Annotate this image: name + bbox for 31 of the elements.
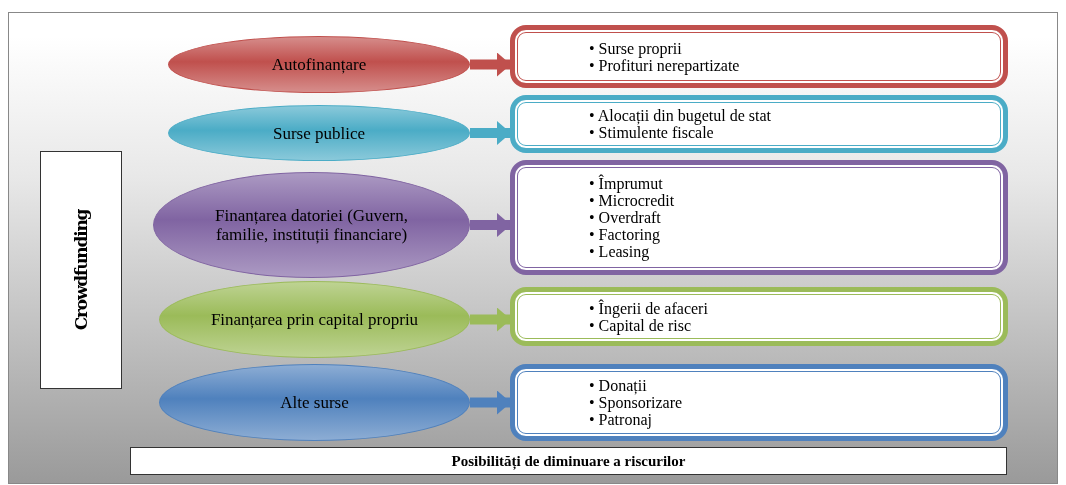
node-label: Surse publice [272, 123, 366, 143]
list-item: • Overdraft [589, 209, 662, 226]
bullet-list-box [510, 95, 1008, 153]
list-item: • Surse proprii [589, 39, 683, 57]
list-item: • Donații [589, 377, 648, 394]
block-arrow [470, 52, 511, 77]
bullet-list-box [510, 25, 1008, 88]
list-item: • Îngerii de afaceri [589, 299, 708, 317]
list-item: • Microcredit [589, 192, 675, 209]
bullet-list-box [510, 160, 1008, 275]
node-label: Alte surse [280, 393, 349, 412]
caption-text: Posibilități de diminuare a riscurilor [451, 452, 686, 470]
node-label: Finanțarea prin capital propriu [210, 310, 419, 329]
list-item: • Leasing [589, 243, 650, 260]
list-item: • Patronaj [589, 411, 652, 428]
list-item: • Împrumut [589, 175, 664, 192]
node-label: Autofinanțare [271, 55, 367, 74]
list-item: • Stimulente fiscale [589, 124, 714, 141]
vertical-label: Crowdfunding [71, 209, 91, 331]
list-item: • Alocații din bugetul de stat [589, 107, 771, 124]
block-arrow [470, 213, 511, 237]
list-item: • Factoring [589, 226, 661, 243]
list-item: • Sponsorizare [589, 394, 683, 411]
block-arrow [470, 121, 511, 145]
node-label: Finanțarea datoriei (Guvern, familie, instituții financiare) [214, 206, 409, 244]
caption-box [130, 447, 1007, 475]
block-arrow [470, 307, 511, 332]
bullet-list-box [510, 364, 1008, 441]
bullet-list-box [510, 287, 1008, 346]
block-arrow [470, 390, 511, 415]
side-label-box [40, 151, 122, 389]
